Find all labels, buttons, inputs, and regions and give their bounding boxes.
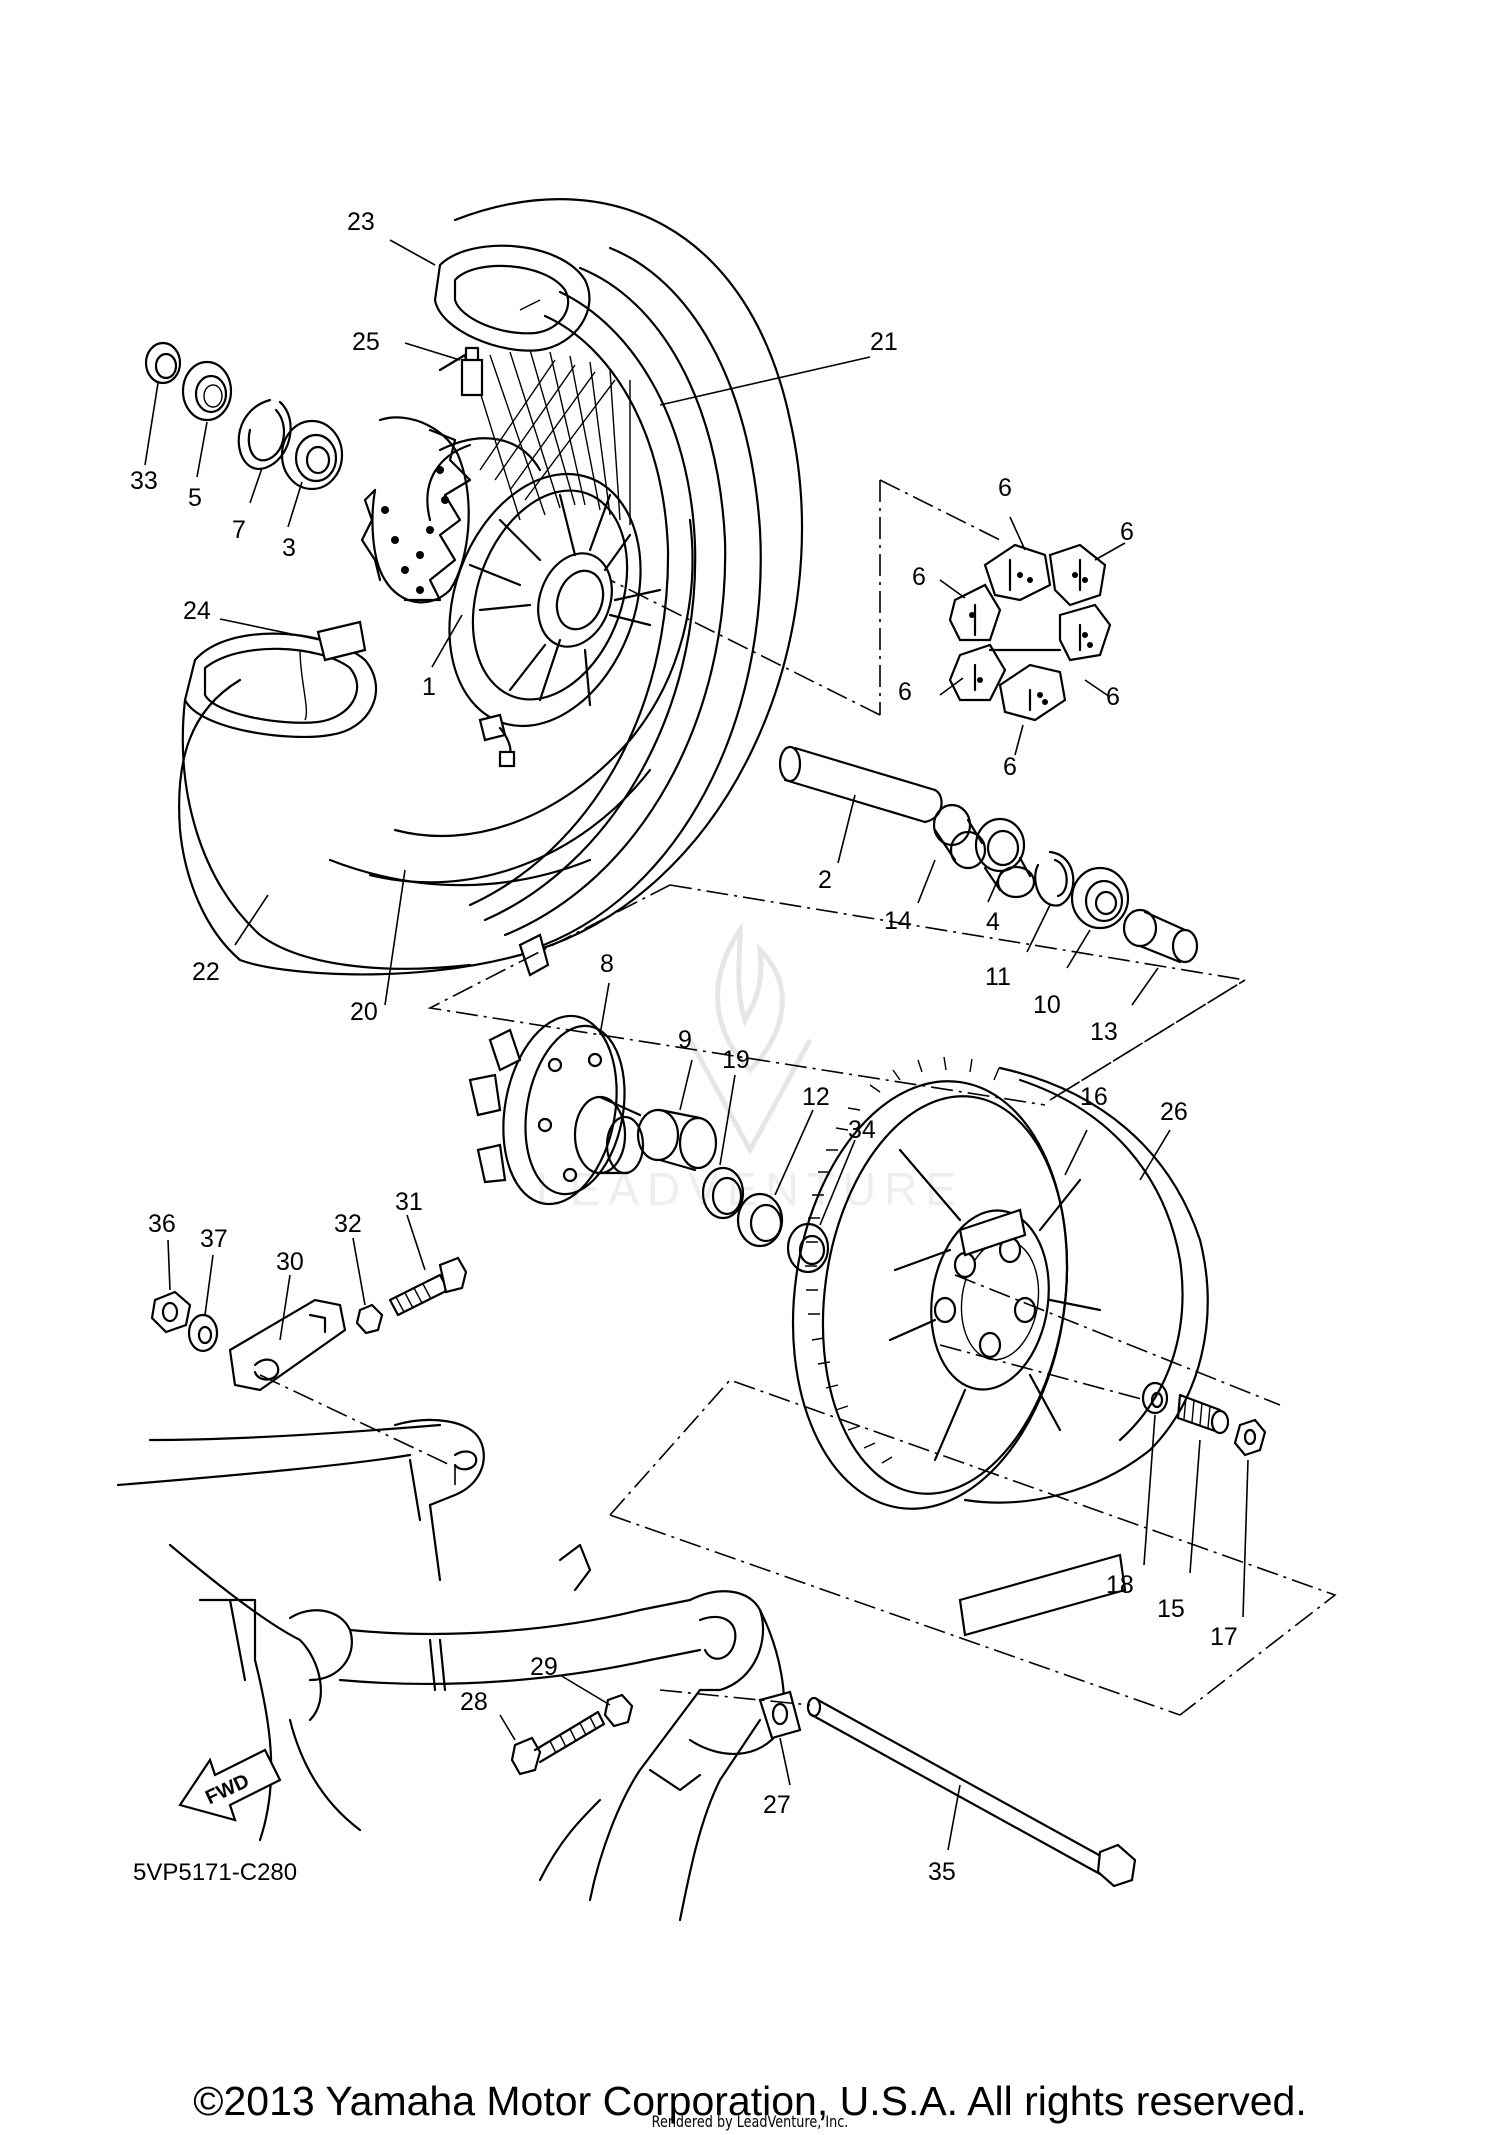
- callout-19: 19: [722, 1046, 750, 1074]
- valve-nut: [478, 713, 516, 768]
- swingarm: [116, 1418, 786, 1922]
- oil-seal-33: [144, 341, 182, 385]
- collar-34: [786, 1222, 830, 1274]
- bolt-28: [510, 1710, 606, 1776]
- bearing-3: [280, 419, 344, 491]
- callout-30: 30: [276, 1248, 304, 1276]
- callout-27: 27: [763, 1791, 791, 1819]
- diagram-code: 5VP5171-C280: [133, 1859, 297, 1886]
- callout-25: 25: [352, 328, 380, 356]
- bearing-9: [636, 1108, 718, 1172]
- callout-1: 1: [422, 673, 436, 701]
- callout-14: 14: [884, 907, 912, 935]
- callout-24: 24: [183, 597, 211, 625]
- nut-17: [1233, 1418, 1267, 1457]
- brake-disc: [360, 416, 472, 604]
- rim-tape-23: [433, 244, 591, 352]
- callout-6a: 6: [998, 474, 1012, 502]
- callout-6f: 6: [1003, 753, 1017, 781]
- collar-13: [1122, 908, 1199, 964]
- wheel-axle-2: [778, 745, 943, 824]
- callout-2: 2: [818, 866, 832, 894]
- callout-23: 23: [347, 208, 375, 236]
- callout-6c: 6: [912, 563, 926, 591]
- callout-13: 13: [1090, 1018, 1118, 1046]
- rear-belt-pulley-16: [791, 1056, 1102, 1510]
- callout-11: 11: [985, 963, 1011, 991]
- fwd-direction-arrow: FWD: [178, 1748, 282, 1822]
- callout-18: 18: [1106, 1571, 1134, 1599]
- tube-22: [181, 620, 472, 970]
- oil-seal-5: [181, 360, 233, 422]
- circlip-19: [701, 1166, 745, 1220]
- spokes: [469, 349, 631, 525]
- callout-6d: 6: [898, 678, 912, 706]
- rendered-by-credit: Rendered by LeadVenture, Inc.: [651, 2112, 849, 2131]
- callout-36: 36: [148, 1210, 176, 1238]
- callout-20: 20: [350, 998, 378, 1026]
- callout-17: 17: [1210, 1623, 1238, 1651]
- nut-36: [150, 1290, 192, 1334]
- washer-37: [187, 1313, 219, 1353]
- callout-7: 7: [232, 516, 246, 544]
- callout-29: 29: [530, 1653, 558, 1681]
- callout-37: 37: [200, 1225, 228, 1253]
- damper-6-set: [948, 543, 1112, 722]
- pulley-teeth: [805, 1056, 1000, 1464]
- guide-lines: [259, 479, 1337, 1716]
- callout-22: 22: [192, 958, 220, 986]
- leader-lines: [144, 239, 1249, 1851]
- bolt-31: [388, 1256, 468, 1317]
- nut-32: [355, 1303, 384, 1335]
- callout-33: 33: [130, 467, 158, 495]
- callout-34: 34: [848, 1116, 876, 1144]
- axle-nut-plate-27: [758, 1690, 802, 1740]
- callout-8: 8: [600, 950, 614, 978]
- callout-12: 12: [802, 1083, 830, 1111]
- drive-belt-26: [958, 1066, 1209, 1637]
- bearing-4: [974, 817, 1036, 899]
- callout-labels: 1 2 3 4 5 6 6 6 6 6 6 7 8 9 10 11 12 13 …: [130, 208, 1238, 1886]
- callout-26: 26: [1160, 1098, 1188, 1126]
- bolt-15: [1176, 1393, 1230, 1435]
- callout-6b: 6: [1120, 518, 1134, 546]
- callout-10: 10: [1033, 991, 1061, 1019]
- valve-stem-25: [460, 346, 484, 397]
- callout-16: 16: [1080, 1083, 1108, 1111]
- circlip-7: [237, 398, 292, 471]
- callout-5: 5: [188, 484, 202, 512]
- callout-15: 15: [1157, 1595, 1185, 1623]
- bearing-10: [1070, 866, 1130, 930]
- callout-6e: 6: [1106, 683, 1120, 711]
- callout-3: 3: [282, 534, 296, 562]
- adjuster-plate-30: [228, 1298, 347, 1392]
- callout-31: 31: [395, 1188, 423, 1216]
- callout-21: 21: [870, 328, 898, 356]
- rear-axle-35: [806, 1696, 1137, 1888]
- callout-4: 4: [986, 908, 1000, 936]
- circlip-11: [1034, 850, 1075, 907]
- copyright-notice: ©2013 Yamaha Motor Corporation, U.S.A. A…: [193, 2078, 1307, 2124]
- oil-seal-12: [736, 1192, 784, 1248]
- callout-35: 35: [928, 1858, 956, 1886]
- washer-18: [1141, 1381, 1169, 1415]
- callout-32: 32: [334, 1210, 362, 1238]
- collar-14: [932, 803, 987, 870]
- nut-29: [603, 1693, 634, 1728]
- callout-9: 9: [678, 1026, 692, 1054]
- callout-28: 28: [460, 1688, 488, 1716]
- rear-tire: [178, 198, 803, 976]
